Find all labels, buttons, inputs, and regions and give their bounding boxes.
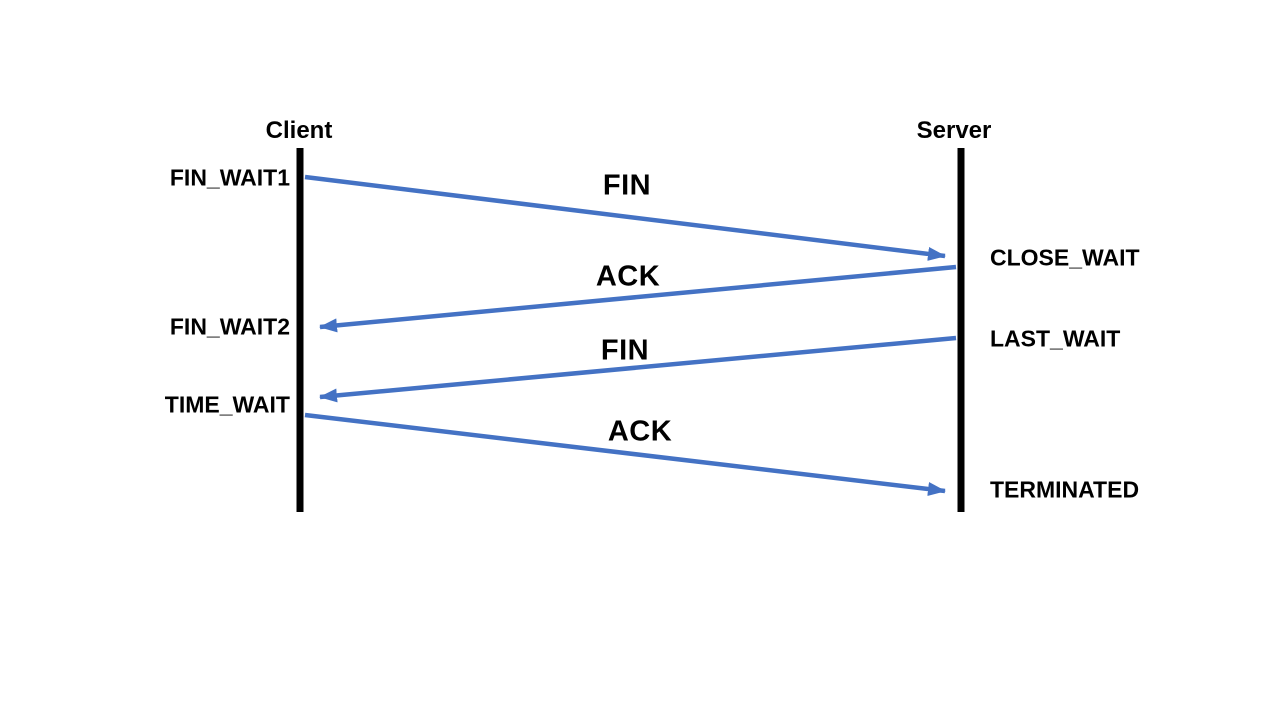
- arrow-fin-server-to-client: [319, 335, 957, 403]
- arrow-ack-client-to-server: [304, 412, 946, 496]
- client-lifeline-title: Client: [265, 117, 333, 144]
- client-lifeline: [296, 148, 304, 512]
- server-lifeline-title: Server: [916, 117, 992, 144]
- arrow-ack-server-to-client: [319, 264, 957, 333]
- message-label-fin-2: FIN: [600, 334, 650, 367]
- state-fin-wait1: FIN_WAIT1: [169, 164, 290, 191]
- message-label-fin-1: FIN: [602, 169, 652, 202]
- server-lifeline: [957, 148, 965, 512]
- state-last-wait: LAST_WAIT: [990, 325, 1121, 352]
- message-label-ack-2: ACK: [607, 415, 673, 448]
- state-close-wait: CLOSE_WAIT: [990, 244, 1140, 271]
- state-terminated: TERMINATED: [990, 476, 1140, 503]
- state-fin-wait2: FIN_WAIT2: [169, 313, 290, 340]
- arrow-fin-client-to-server: [304, 174, 946, 261]
- message-label-ack-1: ACK: [595, 260, 661, 293]
- state-time-wait: TIME_WAIT: [164, 391, 290, 418]
